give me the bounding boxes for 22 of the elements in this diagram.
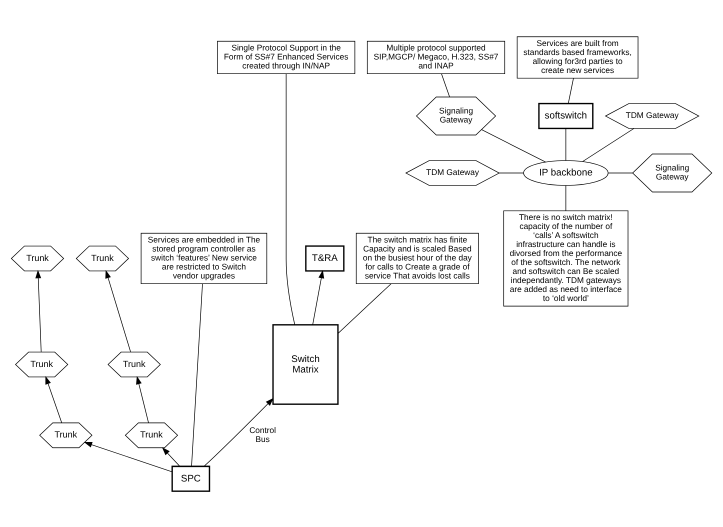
connector <box>481 128 546 162</box>
connector <box>608 172 634 173</box>
connector <box>568 78 574 104</box>
arrow <box>105 269 131 352</box>
node-box: Switch Matrix <box>272 324 339 404</box>
node-box: softswitch <box>538 102 594 129</box>
node-box: SPC <box>172 465 210 492</box>
node-box: T&RA <box>305 244 344 272</box>
arrow <box>35 269 42 352</box>
arrow <box>162 446 180 466</box>
arrow <box>312 269 324 324</box>
connector <box>286 73 296 324</box>
arrow <box>84 441 172 472</box>
arrow <box>204 397 274 466</box>
connector <box>191 283 203 466</box>
connector <box>338 282 392 334</box>
connector <box>498 172 524 173</box>
arrow <box>45 375 62 423</box>
arrow <box>136 375 149 423</box>
connector <box>441 72 450 97</box>
node-ellipse: IP backbone <box>523 160 608 186</box>
connector <box>582 128 634 162</box>
